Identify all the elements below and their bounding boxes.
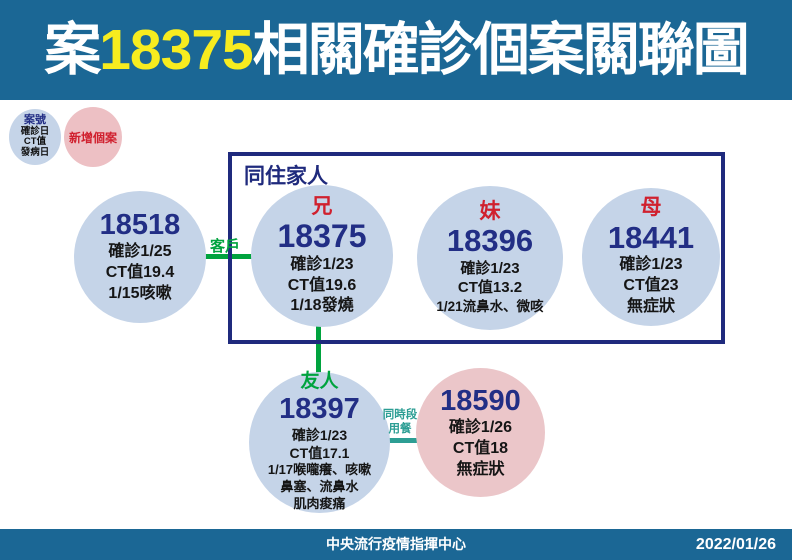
connector-dining-line bbox=[380, 438, 420, 443]
connector-dining-label-line2: 用餐 bbox=[388, 422, 412, 435]
case-number: 18441 bbox=[607, 219, 695, 255]
case-detail-line: CT值19.4 bbox=[105, 264, 175, 282]
title-case-number: 18375 bbox=[99, 18, 254, 82]
connector-friend-line bbox=[316, 322, 321, 378]
case-detail-line: 確診1/26 bbox=[448, 418, 513, 436]
case-detail-line: 確診1/23 bbox=[460, 259, 520, 277]
case-detail-line: CT值13.2 bbox=[457, 279, 523, 297]
legend-new-case-label: 新增個案 bbox=[68, 130, 117, 145]
case-detail-line: 無症狀 bbox=[626, 297, 675, 315]
case-detail-line: 確診1/23 bbox=[619, 256, 683, 274]
title-suffix: 相關確診個案關聯圖 bbox=[252, 18, 750, 82]
case-number: 18396 bbox=[446, 223, 534, 259]
case-circle-18590: 18590 確診1/26 CT值18 無症狀 bbox=[416, 368, 545, 497]
case-relation-label: 妹 bbox=[479, 199, 501, 223]
connector-dining-label: 同時段 用餐 bbox=[374, 409, 426, 437]
legend-new-case-circle: 新增個案 bbox=[64, 107, 122, 167]
case-number: 18518 bbox=[99, 209, 181, 242]
case-detail-line: 鼻塞、流鼻水 bbox=[280, 479, 359, 495]
legend-key-circle: 案號 確診日 CT值 發病日 bbox=[9, 109, 61, 165]
case-detail-line: 1/18發燒 bbox=[290, 297, 354, 315]
case-detail-line: CT值19.6 bbox=[287, 276, 357, 294]
case-detail-line: 1/21流鼻水、微咳 bbox=[436, 299, 544, 315]
household-box bbox=[228, 152, 725, 344]
case-detail-line: 確診1/23 bbox=[290, 255, 354, 273]
case-number: 18397 bbox=[279, 392, 360, 425]
connector-dining-label-line1: 同時段 bbox=[382, 409, 418, 421]
case-circle-18518: 18518 確診1/25 CT值19.4 1/15咳嗽 bbox=[74, 191, 206, 323]
case-detail-line: 無症狀 bbox=[456, 460, 505, 478]
case-number: 18375 bbox=[277, 217, 367, 254]
legend-key-line: 確診日 bbox=[20, 125, 50, 137]
footer-bar: 中央流行疫情指揮中心 2022/01/26 bbox=[0, 529, 792, 560]
case-detail-line: 肌肉痠痛 bbox=[293, 496, 346, 512]
household-box-label: 同住家人 bbox=[244, 165, 328, 188]
legend-key-id-label: 案號 bbox=[24, 114, 46, 127]
case-detail-line: 1/17喉嚨癢、咳嗽 bbox=[267, 462, 372, 478]
case-detail-line: CT值23 bbox=[623, 276, 679, 294]
case-detail-line: 確診1/23 bbox=[291, 427, 348, 444]
case-relation-label: 友人 bbox=[300, 370, 339, 392]
case-number: 18590 bbox=[440, 384, 521, 417]
case-relation-label: 兄 bbox=[311, 194, 333, 218]
case-circle-18375: 兄 18375 確診1/23 CT值19.6 1/18發燒 bbox=[251, 185, 393, 327]
legend-key-line: CT值 bbox=[23, 136, 47, 148]
case-circle-18441: 母 18441 確診1/23 CT值23 無症狀 bbox=[582, 188, 720, 326]
case-circle-18396: 妹 18396 確診1/23 CT值13.2 1/21流鼻水、微咳 bbox=[417, 186, 563, 330]
footer-date: 2022/01/26 bbox=[695, 536, 776, 553]
connector-customer-label: 客戶 bbox=[210, 238, 241, 255]
legend-key-line: 發病日 bbox=[20, 147, 50, 159]
header-banner: 案18375相關確診個案關聯圖 bbox=[0, 0, 792, 100]
case-detail-line: 1/15咳嗽 bbox=[108, 285, 172, 303]
case-detail-line: CT值18 bbox=[452, 439, 509, 457]
page-title: 案18375相關確診個案關聯圖 bbox=[44, 0, 750, 100]
case-circle-18397: 友人 18397 確診1/23 CT值17.1 1/17喉嚨癢、咳嗽 鼻塞、流鼻… bbox=[249, 370, 390, 513]
case-relation-label: 母 bbox=[640, 196, 662, 220]
title-prefix: 案 bbox=[44, 18, 101, 82]
footer-organization: 中央流行疫情指揮中心 bbox=[326, 536, 466, 552]
case-detail-line: CT值17.1 bbox=[289, 445, 350, 462]
case-detail-line: 確診1/25 bbox=[108, 243, 172, 261]
